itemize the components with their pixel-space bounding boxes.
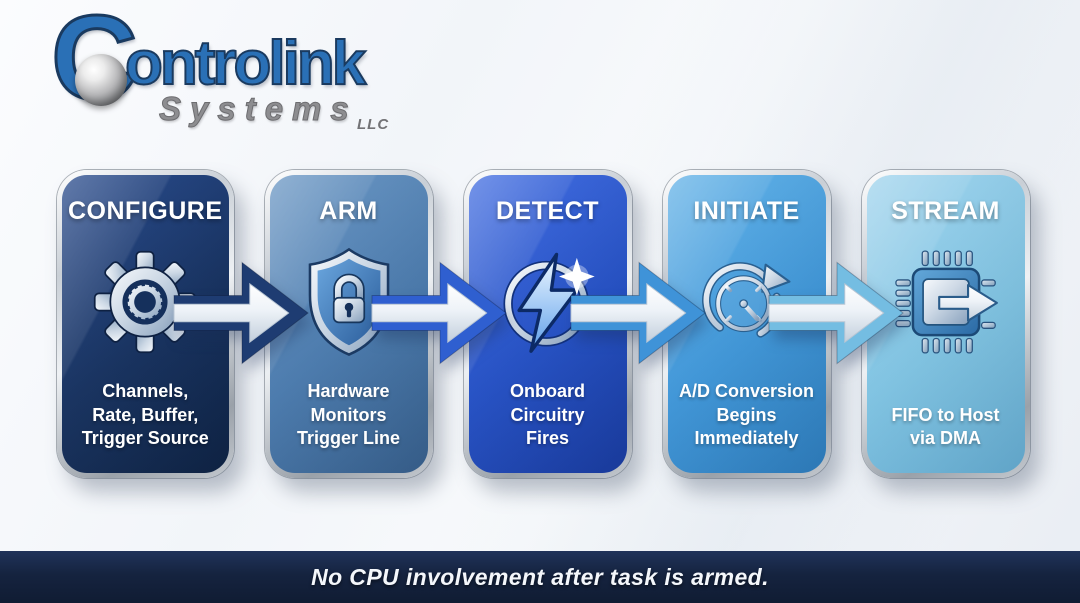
step-description: FIFO to Host via DMA [891,404,1000,449]
flow-arrow-icon [570,257,707,369]
step-title: INITIATE [693,197,800,225]
brand-subname: Systems [159,90,358,128]
step-title: STREAM [891,197,1000,225]
footer-note: No CPU involvement after task is armed. [311,563,769,590]
clock-arrow-icon [691,226,803,377]
step-title: DETECT [496,197,599,225]
brand-suffix: LLC [357,116,390,133]
sphere-icon [75,54,127,106]
flow-arrow-icon [768,257,905,369]
microchip-dma-icon [890,226,1002,377]
step-description: Onboard Circuitry Fires [510,380,585,449]
step-description: A/D Conversion Begins Immediately [678,380,815,449]
step-description: Channels, Rate, Buffer, Trigger Source [81,380,209,449]
flow-arrow-icon [371,257,508,369]
step-card-stream: STREAM [861,170,1030,478]
shield-lock-icon [298,226,400,377]
step-title: CONFIGURE [68,197,223,225]
footer-banner: No CPU involvement after task is armed. [0,551,1080,603]
brand-wordmark: ontrolink [124,28,367,99]
step-title: ARM [319,197,378,225]
flow-arrow-icon [173,257,310,369]
step-description: Hardware Monitors Trigger Line [296,380,401,449]
brand-logo: C ontrolink Systems LLC [50,0,435,146]
